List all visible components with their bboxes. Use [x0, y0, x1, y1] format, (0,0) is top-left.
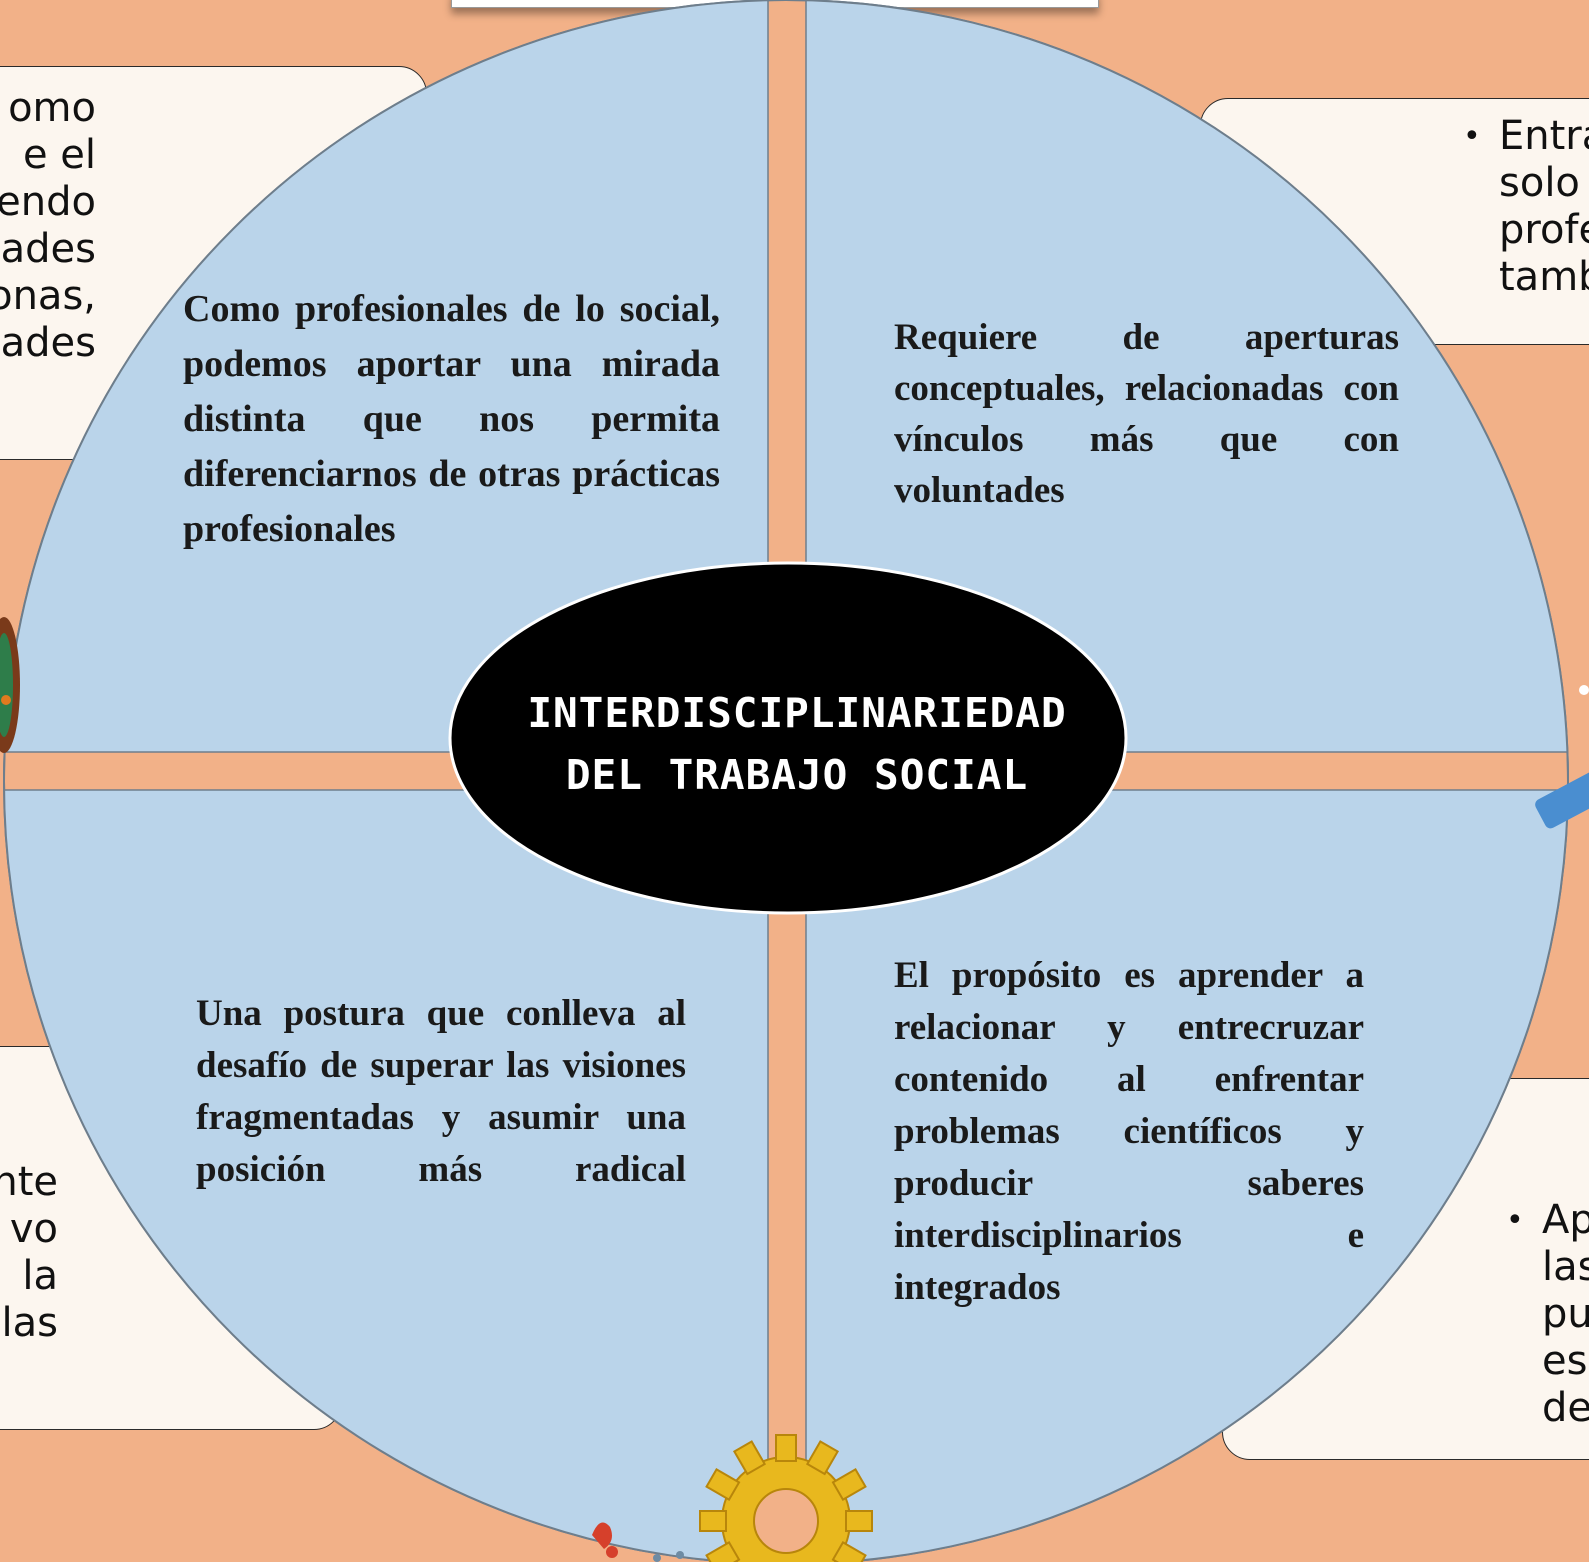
side-card-top-right-text: Entra solo profe tamb [1499, 113, 1589, 300]
ornament-left-icon [0, 617, 20, 753]
side-card-bottom-left-text: nte vo la las [0, 1159, 58, 1346]
center-ellipse [448, 561, 1128, 915]
side-card-top-left-text: omo e el endo ades onas, ades [0, 85, 96, 366]
quadrant-bottom-left-text: Una postura que conlleva al desafío de s… [196, 993, 686, 1190]
quadrant-top-left-text: Como profesionales de lo social, podemos… [183, 288, 720, 550]
quadrant-bottom-right-text: El propósito es aprender a relacionar y … [894, 955, 1364, 1308]
side-card-bottom-right-text: Ap las pu es de [1542, 1197, 1589, 1431]
quadrant-top-right-text: Requiere de aperturas conceptuales, rela… [894, 317, 1399, 511]
pencil-icon [1535, 685, 1589, 829]
center-title: INTERDISCIPLINARIEDAD DEL TRABAJO SOCIAL [527, 689, 1067, 799]
bullet-icon: • [1506, 1203, 1524, 1238]
gear-icon [699, 1434, 873, 1562]
bullet-icon: • [1463, 119, 1481, 154]
figure-decoration-icon [592, 1522, 684, 1562]
